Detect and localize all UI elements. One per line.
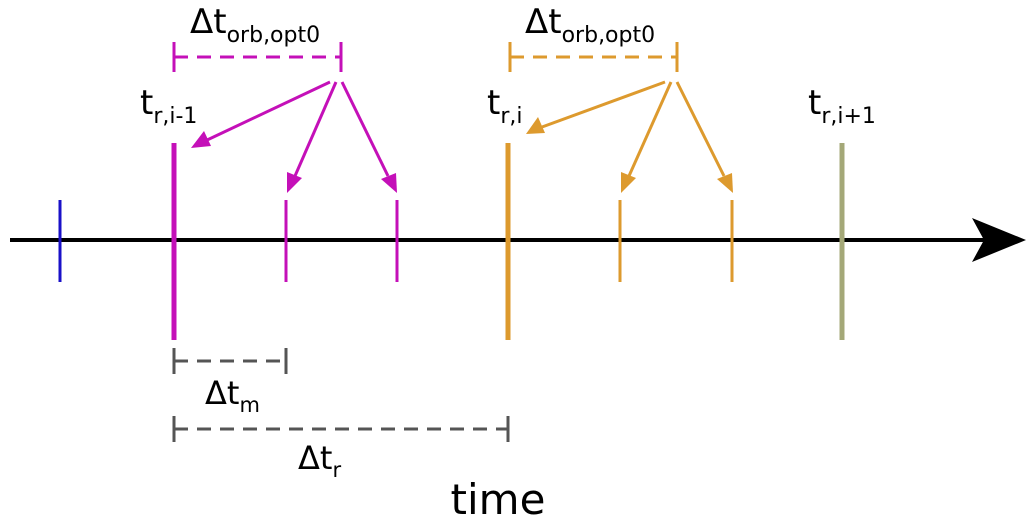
t-main: t — [140, 83, 153, 123]
delta-m-label: Δtm — [205, 374, 260, 417]
axis-label-time: time — [451, 475, 546, 522]
time-axis-arrowhead — [972, 218, 1026, 262]
delta-m-main: Δt — [205, 374, 239, 412]
t-sub: r,i-1 — [153, 104, 197, 129]
delta-r-label: Δtr — [298, 439, 341, 482]
t-main: t — [808, 83, 821, 123]
t-prev-label: tr,i-1 — [140, 83, 197, 129]
orbit-bracket-orange — [508, 42, 679, 72]
delta-orb-label-orange: Δtorb,opt0 — [525, 2, 655, 48]
t-curr-label: tr,i — [487, 83, 523, 129]
delta-r-bracket — [172, 416, 510, 442]
orbit-bracket-magenta — [172, 42, 343, 72]
delta-m-sub: m — [239, 393, 259, 417]
t-sub: r,i+1 — [821, 104, 876, 129]
delta-orb-sub: orb,opt0 — [562, 23, 656, 48]
delta-r-sub: r — [332, 458, 341, 482]
t-next-label: tr,i+1 — [808, 83, 876, 129]
orbit-arrows-orange — [526, 80, 733, 193]
delta-m-bracket — [172, 348, 288, 374]
delta-r-main: Δt — [298, 439, 332, 477]
t-main: t — [487, 83, 500, 123]
delta-orb-label-magenta: Δtorb,opt0 — [190, 2, 320, 48]
delta-orb-main: Δt — [190, 2, 227, 42]
orbit-arrows-magenta — [191, 80, 397, 193]
delta-orb-main: Δt — [525, 2, 562, 42]
delta-orb-sub: orb,opt0 — [227, 23, 321, 48]
t-sub: r,i — [500, 104, 522, 129]
